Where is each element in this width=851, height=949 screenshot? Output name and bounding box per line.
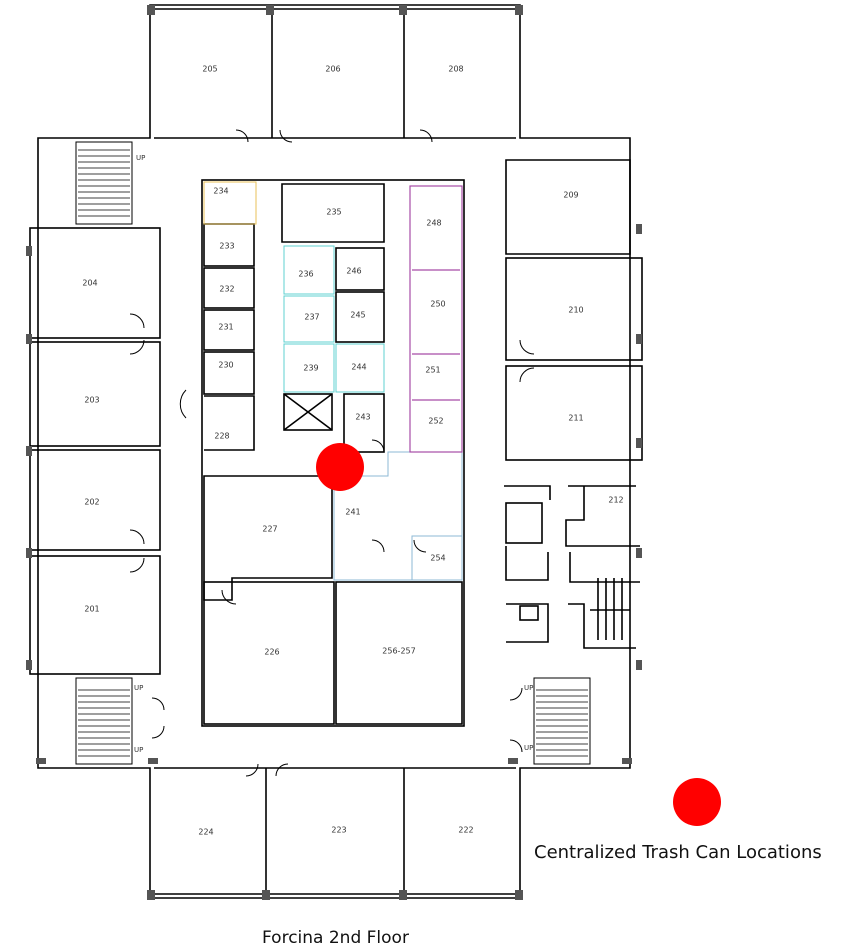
stair-up-label-se: UP <box>524 684 533 692</box>
room-250-label: 250 <box>430 300 445 309</box>
map-title: Forcina 2nd Floor <box>262 928 409 948</box>
room-227-label: 227 <box>262 525 277 534</box>
room-237-label: 237 <box>304 313 319 322</box>
room-222-label: 222 <box>458 826 473 835</box>
room-210-label: 210 <box>568 306 583 315</box>
room-226-label: 226 <box>264 648 279 657</box>
room-201-label: 201 <box>84 605 99 614</box>
room-202-label: 202 <box>84 498 99 507</box>
room-208-label: 208 <box>448 65 463 74</box>
room-239-label: 239 <box>303 364 318 373</box>
stair-up-label-sw2: UP <box>134 746 143 754</box>
room-254-label: 254 <box>430 554 445 563</box>
room-241-label: 241 <box>345 508 360 517</box>
room-245-label: 245 <box>350 311 365 320</box>
room-211-label: 211 <box>568 414 583 423</box>
trash-can-marker <box>316 443 364 491</box>
room-231-label: 231 <box>218 323 233 332</box>
room-209-label: 209 <box>563 191 578 200</box>
room-236-label: 236 <box>298 270 313 279</box>
room-246-label: 246 <box>346 267 361 276</box>
room-206-label: 206 <box>325 65 340 74</box>
room-243-label: 243 <box>355 413 370 422</box>
room-212-label: 212 <box>608 496 623 505</box>
room-223-label: 223 <box>331 826 346 835</box>
room-224-label: 224 <box>198 828 213 837</box>
room-244-label: 244 <box>351 363 366 372</box>
room-256-257-label: 256-257 <box>382 647 415 656</box>
room-235-label: 235 <box>326 208 341 217</box>
room-234-label: 234 <box>213 187 228 196</box>
room-205-label: 205 <box>202 65 217 74</box>
room-248-label: 248 <box>426 219 441 228</box>
room-251-label: 251 <box>425 366 440 375</box>
room-252-label: 252 <box>428 417 443 426</box>
room-204-label: 204 <box>82 279 97 288</box>
room-233-label: 233 <box>219 242 234 251</box>
legend-trash-can-marker <box>673 778 721 826</box>
room-203-label: 203 <box>84 396 99 405</box>
room-232-label: 232 <box>219 285 234 294</box>
room-230-label: 230 <box>218 361 233 370</box>
room-228-label: 228 <box>214 432 229 441</box>
legend-label: Centralized Trash Can Locations <box>534 842 822 863</box>
stair-up-label-sw: UP <box>134 684 143 692</box>
stair-up-label-se2: UP <box>524 744 533 752</box>
stair-up-label-nw: UP <box>136 154 145 162</box>
